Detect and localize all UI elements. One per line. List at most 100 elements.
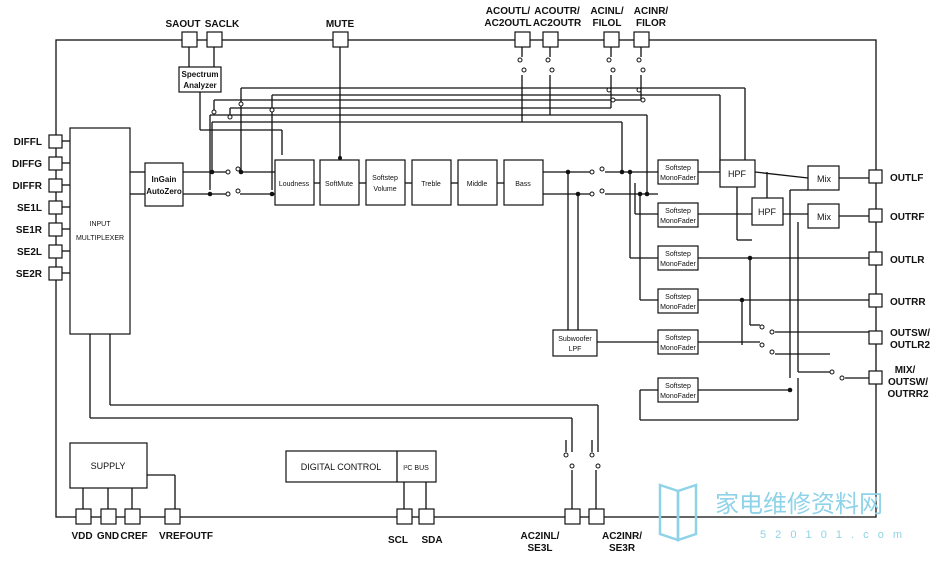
fader-1-label-2: MonoFader (660, 175, 696, 182)
label-saclk: SACLK (205, 19, 240, 30)
junctions (207, 156, 793, 393)
label-cref: CREF (120, 531, 147, 542)
label-acinr-2: FILOR (636, 18, 667, 29)
label-vdd: VDD (71, 531, 92, 542)
watermark: 家电维修资料网 5 2 0 1 0 1 . c o m (658, 483, 902, 542)
pin-se1r (48, 222, 63, 237)
mix-1-label: Mix (817, 174, 831, 184)
label-mix-3: OUTRR2 (887, 389, 929, 400)
watermark-text: 家电维修资料网 (715, 491, 883, 518)
label-acoutr-2: AC2OUTR (533, 18, 582, 29)
pin-outrr (868, 293, 883, 308)
label-se1r: SE1R (16, 225, 43, 236)
hpf-block-1 (719, 159, 756, 188)
ingain-label-1: InGain (152, 175, 177, 184)
label-sda: SDA (421, 535, 442, 546)
label-ac2inl-1: AC2INL/ (521, 531, 560, 542)
label-outrr: OUTRR (890, 297, 926, 308)
label-acoutl-1: ACOUTL/ (486, 6, 531, 17)
pin-acinl (603, 31, 620, 48)
ingain-block (144, 162, 184, 207)
label-mix-1: MIX/ (895, 365, 916, 376)
hpf-1-label: HPF (728, 169, 747, 179)
loudness-block (274, 159, 315, 206)
mix-2-label: Mix (817, 212, 831, 222)
ingain-label-2: AutoZero (146, 187, 182, 196)
label-mute: MUTE (326, 19, 355, 30)
label-acoutl-2: AC2OUTL (484, 18, 531, 29)
pin-diffl (48, 134, 63, 149)
label-acoutr-1: ACOUTR/ (534, 6, 580, 17)
label-saout: SAOUT (166, 19, 201, 30)
softmute-block (319, 159, 360, 206)
fader-block-3 (657, 245, 699, 271)
fader-6-label-1: Softstep (665, 383, 691, 390)
pin-ac2inl (564, 508, 581, 525)
subwoofer-label-1: Subwoofer (558, 336, 592, 343)
top-pins: SAOUT SACLK MUTE ACOUTL/ AC2OUTL ACOUTR/… (166, 6, 669, 48)
spectrum-analyzer-block (178, 66, 222, 93)
label-diffg: DIFFG (12, 159, 42, 170)
pin-mixout (868, 370, 883, 385)
label-mix-2: OUTSW/ (888, 377, 928, 388)
label-outsw-1: OUTSW/ (890, 328, 930, 339)
label-vrefoutf: VREFOUTF (159, 531, 213, 542)
fader-2-label-1: Softstep (665, 208, 691, 215)
pin-acoutl (514, 31, 531, 48)
hpf-2-label: HPF (758, 207, 777, 217)
pin-acoutr (542, 31, 559, 48)
left-pins: DIFFL DIFFG DIFFR SE1L SE1R SE2L SE2R (12, 134, 70, 281)
label-ac2inl-2: SE3L (527, 543, 552, 554)
label-acinr-1: ACINR/ (634, 6, 669, 17)
label-diffl: DIFFL (14, 137, 42, 148)
fader-block-5 (657, 329, 699, 355)
spectrum-label-1: Spectrum (182, 70, 219, 79)
treble-block (411, 159, 452, 206)
blocks: Spectrum Analyzer INPUT MULTIPLEXER InGa… (69, 66, 840, 489)
pin-outsw (868, 330, 883, 345)
fader-5-label-2: MonoFader (660, 345, 696, 352)
label-acinl-1: ACINL/ (590, 6, 624, 17)
label-gnd: GND (97, 531, 119, 542)
supply-block (69, 442, 148, 489)
pin-mute (332, 31, 349, 48)
bottom-pins: VDD GND CREF VREFOUTF SCL SDA AC2INL/ SE… (71, 508, 642, 554)
mix-block-2 (807, 203, 840, 229)
label-acinl-2: FILOL (593, 18, 622, 29)
bass-label: Bass (515, 181, 531, 188)
subwoofer-label-2: LPF (569, 346, 582, 353)
label-outsw-2: OUTLR2 (890, 340, 930, 351)
right-pins: OUTLF OUTRF OUTLR OUTRR OUTSW/ OUTLR2 MI… (868, 169, 930, 400)
fader-block-2 (657, 202, 699, 228)
pin-outrf (868, 208, 883, 223)
hpf-block-2 (751, 197, 784, 226)
pin-scl (396, 508, 413, 525)
pin-diffg (48, 156, 63, 171)
loudness-label: Loudness (279, 181, 310, 188)
supply-label: SUPPLY (91, 461, 126, 471)
mix-block-1 (807, 165, 840, 191)
pin-se2l (48, 244, 63, 259)
chip-outline (55, 39, 877, 518)
pin-gnd (100, 508, 117, 525)
label-outrf: OUTRF (890, 212, 924, 223)
label-ac2inr-2: SE3R (609, 543, 636, 554)
switches (211, 57, 845, 469)
fader-3-label-1: Softstep (665, 251, 691, 258)
fader-block-4 (657, 288, 699, 314)
label-se1l: SE1L (17, 203, 42, 214)
book-icon (658, 483, 698, 542)
pin-diffr (48, 178, 63, 193)
wiring (82, 47, 869, 509)
input-mux-label-2: MULTIPLEXER (76, 235, 124, 242)
i2c-bus-label: I²C BUS (403, 465, 429, 472)
pin-saout (181, 31, 198, 48)
volume-block (365, 159, 406, 206)
pin-saclk (206, 31, 223, 48)
fader-block-1 (657, 159, 699, 185)
label-diffr: DIFFR (13, 181, 43, 192)
fader-1-label-1: Softstep (665, 165, 691, 172)
fader-3-label-2: MonoFader (660, 261, 696, 268)
treble-label: Treble (421, 181, 441, 188)
subwoofer-lpf-block (552, 329, 598, 357)
